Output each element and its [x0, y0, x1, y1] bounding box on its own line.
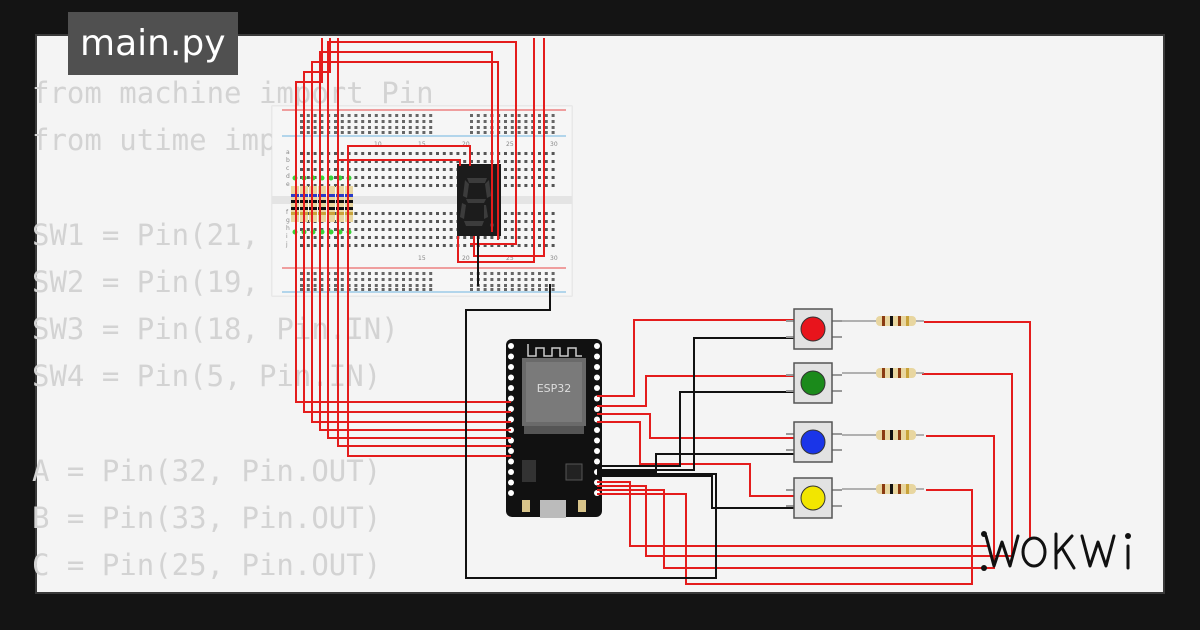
breadboard-row-letter: a — [286, 149, 290, 156]
file-tab[interactable]: main.py — [68, 12, 238, 75]
code-line: from machine import Pin — [32, 76, 434, 110]
pushbutton-blue[interactable] — [786, 421, 842, 463]
breadboard-row-letter: d — [286, 173, 290, 180]
breadboard-row-letter: e — [286, 181, 290, 188]
code-line: B = Pin(33, Pin.OUT) — [32, 500, 382, 535]
wires — [295, 38, 1031, 585]
esp32-board[interactable]: ESP32 — [506, 339, 602, 518]
breadboard-col-number: 20 — [462, 141, 470, 148]
breadboard-col-number: 15 — [418, 141, 426, 148]
breadboard-col-number: 25 — [506, 141, 514, 148]
esp32-chip-label: ESP32 — [537, 382, 572, 395]
resistor[interactable] — [842, 316, 924, 326]
breadboard-row-letter: j — [285, 241, 288, 248]
pushbutton-green[interactable] — [786, 362, 842, 404]
code-line: SW4 = Pin(5, Pin.IN) — [32, 359, 382, 394]
breadboard-row-letter: g — [286, 217, 290, 224]
resistor[interactable] — [842, 430, 924, 440]
seven-segment-display[interactable] — [457, 164, 501, 236]
breadboard-col-number: 20 — [462, 255, 470, 262]
breadboard-row-letter: b — [286, 157, 290, 164]
breadboard-col-number: 10 — [374, 141, 382, 148]
code-line: C = Pin(25, Pin.OUT) — [32, 547, 382, 582]
breadboard-row-letter: c — [286, 165, 289, 172]
breadboard-row-letter: i — [286, 233, 288, 240]
pushbutton-red[interactable] — [786, 308, 842, 350]
breadboard-row-letter: h — [286, 225, 290, 232]
pushbutton-yellow[interactable] — [786, 477, 842, 519]
breadboard-col-number: 30 — [550, 141, 558, 148]
breadboard-row-letter: f — [286, 209, 289, 216]
wokwi-logo — [981, 531, 1131, 571]
breadboard-col-number: 15 — [418, 255, 426, 262]
code-line: A = Pin(32, Pin.OUT) — [32, 453, 382, 488]
breadboard-col-number: 25 — [506, 255, 514, 262]
resistor[interactable] — [842, 484, 924, 494]
breadboard-col-number: 30 — [550, 255, 558, 262]
resistor[interactable] — [842, 368, 924, 378]
